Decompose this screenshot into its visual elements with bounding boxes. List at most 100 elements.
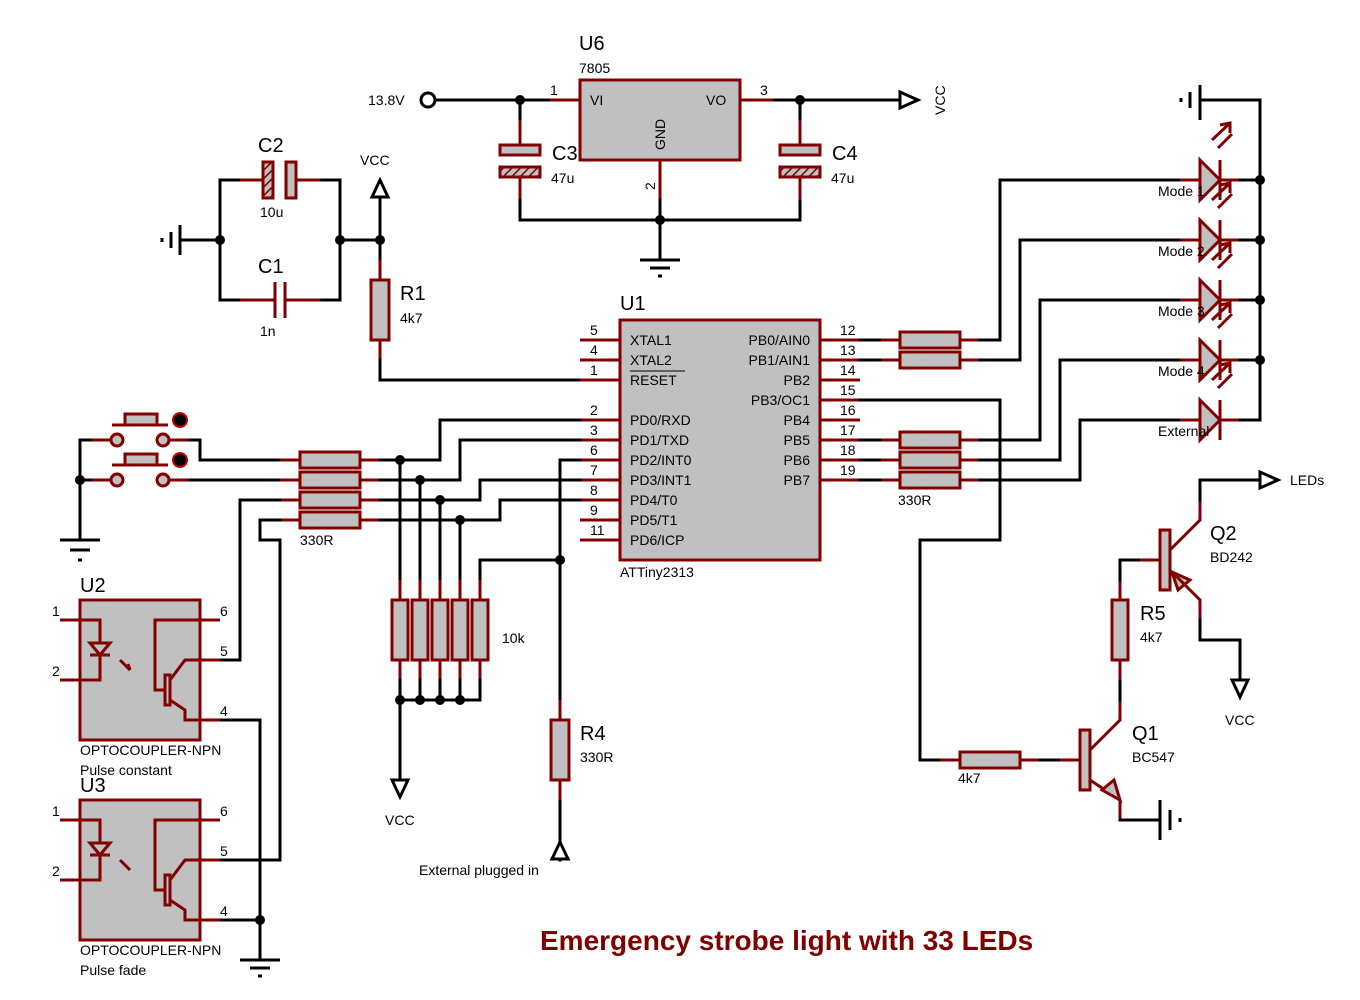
leds-arrow-icon — [1258, 469, 1282, 491]
vin-label: 13.8V — [368, 92, 405, 108]
u1-pin-name: RESET — [630, 372, 677, 388]
r4-body — [549, 718, 571, 782]
vcc-label-r1: VCC — [360, 152, 390, 168]
u1-pin-name: PD2/INT0 — [630, 452, 692, 468]
q1-ref: Q1 — [1132, 723, 1159, 745]
led-icon — [1198, 156, 1223, 204]
transistor-q2: LEDs VCC Q2 BD242 — [1158, 469, 1324, 728]
c2-ref: C2 — [258, 135, 284, 157]
r5-body — [1110, 598, 1130, 662]
c2-plate — [261, 160, 275, 200]
u1-pin-number: 17 — [840, 422, 856, 438]
rn-10k-value: 10k — [502, 630, 526, 646]
u3-pin-2: 2 — [52, 863, 60, 879]
u1-pin-name: PB2 — [784, 372, 811, 388]
input-arrow-icon — [549, 838, 571, 861]
u2-label: Pulse constant — [80, 762, 172, 778]
u1-pin-name: PD4/T0 — [630, 492, 678, 508]
u1-pin-number: 19 — [840, 462, 856, 478]
u1-pin-number: 1 — [590, 362, 598, 378]
reset-network: VCC C2 10u C1 1n R1 4k7 — [160, 135, 582, 382]
u1-pin-number: 3 — [590, 422, 598, 438]
u3-pin-5: 5 — [220, 843, 228, 859]
r-base-value: 4k7 — [958, 770, 981, 786]
input-terminal-icon — [419, 91, 437, 109]
leds-label: LEDs — [1290, 472, 1324, 488]
u2-pin-5: 5 — [220, 643, 228, 659]
r5-value: 4k7 — [1140, 629, 1163, 645]
u2-value: OPTOCOUPLER-NPN — [80, 742, 221, 758]
diagram-title: Emergency strobe light with 33 LEDs — [540, 925, 1033, 956]
c3-ref: C3 — [552, 143, 578, 165]
u1-pin-name: PB1/AIN1 — [749, 352, 811, 368]
r4-ref: R4 — [580, 723, 606, 745]
u3-pin-1: 1 — [52, 803, 60, 819]
u1-pin-name: PB6 — [784, 452, 811, 468]
led-label: Mode 4 — [1158, 363, 1205, 379]
external-label: External plugged in — [419, 862, 539, 878]
vcc-arrow-icon — [1229, 678, 1251, 701]
vcc-label-top: VCC — [932, 85, 948, 115]
led-icon — [1198, 276, 1223, 324]
u6-pin-vo: VO — [706, 92, 726, 108]
u3-ref: U3 — [80, 775, 106, 797]
transistor-q1: Q1 BC547 — [1078, 678, 1182, 840]
u1-pin-name: PD0/RXD — [630, 412, 691, 428]
u1-pin-name: PB0/AIN0 — [749, 332, 811, 348]
c1-ref: C1 — [258, 256, 284, 278]
u6-pin-gnd: GND — [652, 119, 668, 150]
push-button-1[interactable] — [109, 412, 188, 448]
led-icon — [1198, 216, 1223, 264]
u2-pin-6: 6 — [220, 603, 228, 619]
u1-pin-name: XTAL2 — [630, 352, 672, 368]
u1-pin-number: 14 — [840, 362, 856, 378]
u3-label: Pulse fade — [80, 962, 146, 978]
u1-pin-number: 15 — [840, 382, 856, 398]
u1-ref: U1 — [620, 293, 646, 315]
u1-pin-number: 12 — [840, 322, 856, 338]
u1-body — [618, 318, 822, 562]
q1-value: BC547 — [1132, 749, 1175, 765]
rn-left-value: 330R — [300, 532, 333, 548]
resistor-network-10k: 10k — [390, 580, 526, 680]
u1-pin-number: 4 — [590, 342, 598, 358]
r5-ref: R5 — [1140, 603, 1166, 625]
vcc-arrow-icon — [898, 89, 922, 111]
led-label: Mode 2 — [1158, 243, 1205, 259]
r1-value: 4k7 — [400, 310, 423, 326]
u6-ref: U6 — [579, 33, 605, 55]
u1-pin-number: 8 — [590, 482, 598, 498]
vcc-label-pullup: VCC — [385, 812, 415, 828]
push-button-2[interactable] — [109, 452, 188, 488]
resistor-network-330r-left: 330R — [280, 450, 380, 548]
vcc-label-q2: VCC — [1225, 712, 1255, 728]
u3-pin-6: 6 — [220, 803, 228, 819]
u1-pin-name: PB3/OC1 — [751, 392, 810, 408]
u1-pin-number: 11 — [590, 522, 605, 538]
led-0: Mode 1 — [1158, 121, 1262, 204]
u1-value: ATTiny2313 — [620, 564, 694, 580]
u6-pin-vi: VI — [590, 92, 603, 108]
q2-value: BD242 — [1210, 549, 1253, 565]
u1-pin-name: PD5/T1 — [630, 512, 678, 528]
led-label: Mode 3 — [1158, 303, 1205, 319]
mcu-u1: U1 ATTiny2313 5XTAL14XTAL21RESET2PD0/RXD… — [580, 293, 860, 580]
u2-pin-4: 4 — [220, 703, 228, 719]
vcc-arrow-icon — [389, 778, 411, 801]
optocoupler-u3: U3 1 2 6 5 4 OPTOCOUPLER-NPN Pulse fade — [52, 775, 228, 978]
led-4: External — [1158, 361, 1262, 444]
rn-right-value: 330R — [898, 492, 931, 508]
c2-value: 10u — [260, 204, 283, 220]
u1-pin-number: 13 — [840, 342, 856, 358]
c1-value: 1n — [260, 323, 276, 339]
c3-plate — [498, 143, 542, 157]
u1-pin-name: PB4 — [784, 412, 811, 428]
led-3: Mode 4 — [1158, 301, 1262, 384]
u1-pin-number: 9 — [590, 502, 598, 518]
u1-pin-number: 16 — [840, 402, 856, 418]
output-section: 330R Mode 1 Mode 2 Mode 3 Mode 4 External 4k… — [858, 85, 1324, 840]
led-label: External — [1158, 423, 1209, 439]
r-base-body — [958, 750, 1022, 770]
u2-pin-2: 2 — [52, 663, 60, 679]
